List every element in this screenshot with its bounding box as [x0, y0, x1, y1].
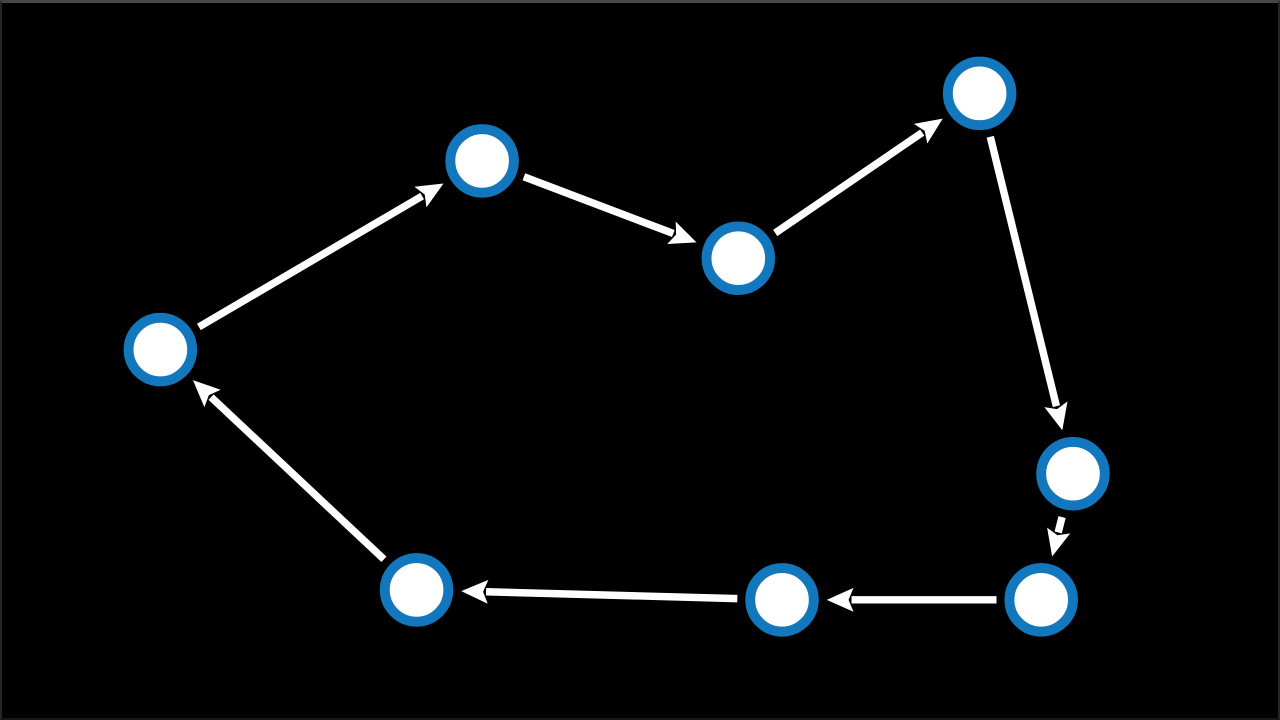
edge-arrowhead	[414, 183, 444, 208]
edge-arrowhead	[1044, 401, 1068, 431]
edge-layer	[192, 118, 1071, 612]
edge-line	[986, 135, 1061, 408]
graph-node	[1004, 563, 1078, 637]
edge-line	[197, 192, 425, 331]
graph-node	[745, 563, 819, 637]
graph-canvas	[123, 56, 1110, 637]
edge-arrowhead	[461, 579, 489, 604]
edge-arrowhead	[913, 118, 943, 144]
graph-node	[445, 124, 519, 198]
edge-line	[773, 129, 925, 237]
edge-line	[485, 588, 738, 603]
graph-node	[123, 312, 198, 387]
edge-arrowhead	[1047, 527, 1071, 557]
graph-node	[701, 221, 776, 295]
graph-node	[379, 553, 454, 627]
edge-arrowhead	[667, 221, 697, 244]
edge-arrowhead	[192, 380, 221, 408]
edge-line	[1054, 516, 1066, 534]
graph-node	[942, 56, 1017, 131]
graph-node	[1036, 436, 1110, 511]
node-layer	[123, 56, 1110, 637]
edge-line	[522, 173, 675, 238]
edge-arrowhead	[826, 587, 854, 612]
edge-line	[208, 394, 387, 563]
